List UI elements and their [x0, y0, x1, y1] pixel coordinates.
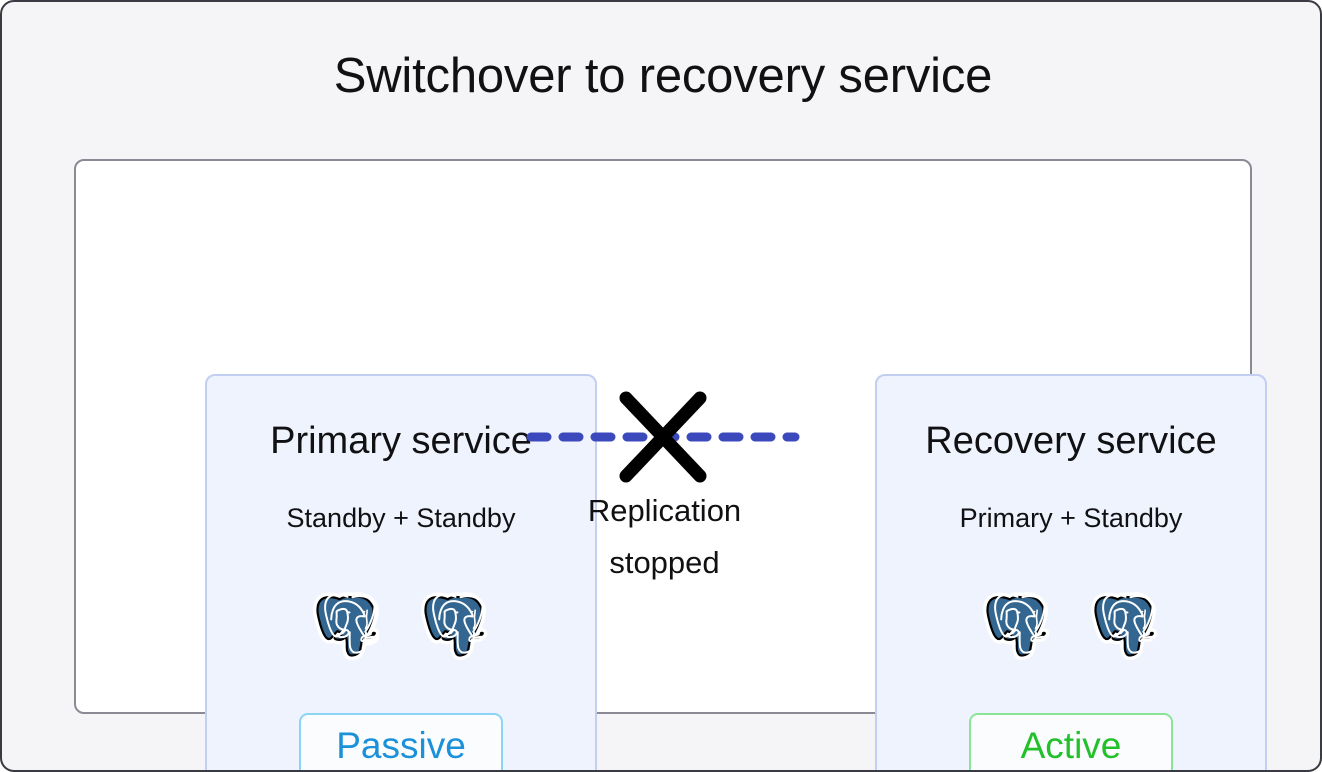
- page-title: Switchover to recovery service: [333, 49, 993, 103]
- status-badge-passive: Passive: [299, 713, 503, 770]
- postgresql-elephant-icon: [981, 588, 1053, 669]
- postgresql-elephant-icon: [1089, 588, 1161, 669]
- replication-label-line2: stopped: [609, 545, 720, 580]
- node-row-recovery: [877, 588, 1265, 669]
- service-title-primary: Primary service: [270, 420, 532, 462]
- replication-connector: [526, 391, 800, 483]
- service-title-recovery: Recovery service: [925, 420, 1217, 462]
- x-cross-icon: [619, 391, 707, 483]
- service-roles-recovery: Primary + Standby: [959, 503, 1183, 533]
- replication-status-label: Replication stopped: [502, 485, 827, 589]
- node-row-primary: [207, 588, 595, 669]
- diagram-panel: Primary service Standby + Standby: [74, 159, 1267, 770]
- status-badge-active: Active: [969, 713, 1173, 770]
- replication-label-line1: Replication: [587, 493, 742, 528]
- postgresql-elephant-icon: [419, 588, 491, 669]
- postgresql-elephant-icon: [311, 588, 383, 669]
- service-box-recovery: Recovery service Primary + Standby: [875, 374, 1267, 770]
- service-roles-primary: Standby + Standby: [286, 503, 516, 533]
